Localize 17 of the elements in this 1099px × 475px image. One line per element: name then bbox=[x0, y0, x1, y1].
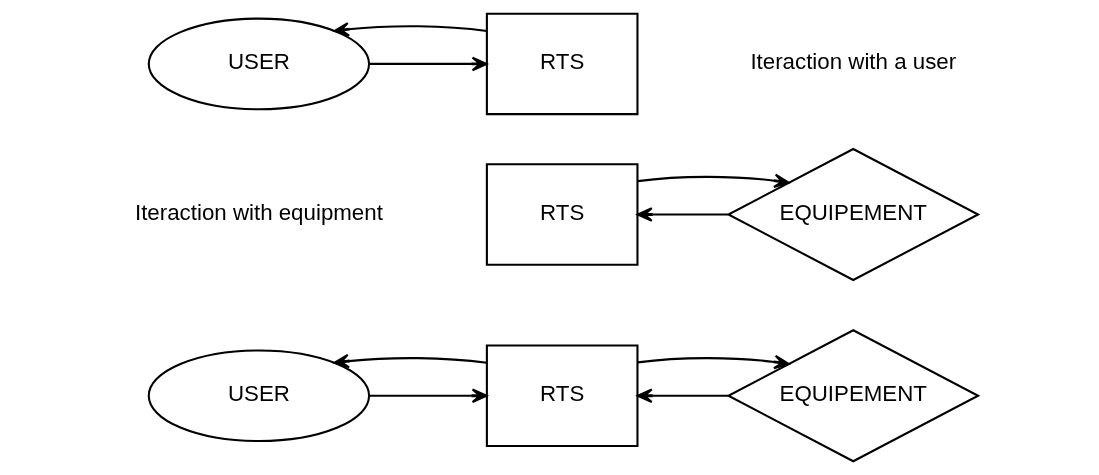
node-diamond: EQUIPEMENT bbox=[725, 147, 980, 282]
arrow bbox=[637, 173, 790, 188]
arrow bbox=[368, 56, 488, 72]
node-box: RTS bbox=[485, 163, 638, 266]
node-ellipse: USER bbox=[147, 17, 370, 111]
node-box: RTS bbox=[485, 344, 638, 447]
arrow bbox=[636, 207, 728, 222]
arrow bbox=[637, 354, 790, 370]
node-ellipse: USER bbox=[147, 349, 370, 443]
label: Iteraction with a user bbox=[749, 49, 956, 75]
arrow bbox=[333, 22, 487, 37]
node-diamond: EQUIPEMENT bbox=[725, 329, 980, 463]
arrow bbox=[368, 388, 488, 404]
arrow bbox=[636, 388, 728, 404]
node-box: RTS bbox=[485, 12, 638, 116]
arrow bbox=[333, 353, 487, 369]
label: Iteraction with equipment bbox=[134, 199, 383, 225]
